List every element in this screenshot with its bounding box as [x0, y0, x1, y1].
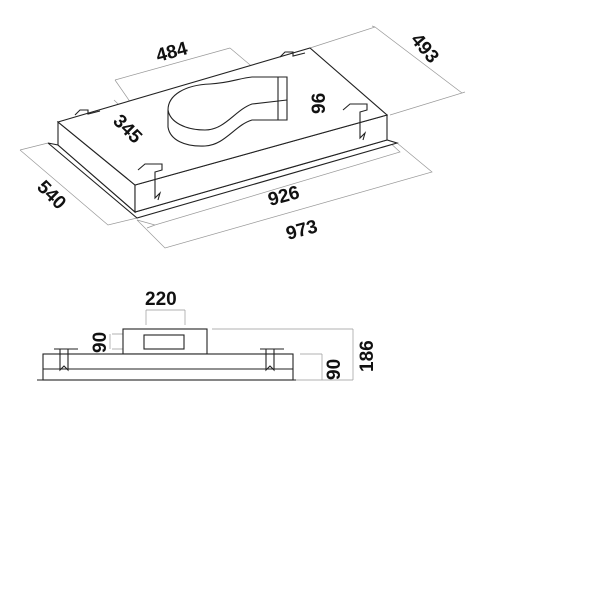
side-view: 220 90 90 186	[37, 289, 378, 381]
air-duct-outlet	[167, 76, 288, 147]
dim-overall-width: 973	[284, 216, 320, 244]
hood-body	[42, 353, 294, 381]
side-brackets	[54, 348, 284, 372]
dim-outlet-height: 90	[90, 332, 111, 353]
mounting-brackets	[74, 51, 368, 201]
dim-body-width: 926	[266, 182, 302, 210]
dim-depth-back: 493	[406, 30, 442, 68]
dim-outlet-width: 220	[145, 289, 177, 310]
outlet-opening	[143, 334, 185, 350]
dim-overall-height: 186	[357, 340, 378, 372]
dim-duct-height: 96	[309, 93, 330, 114]
dim-duct-width: 484	[154, 38, 190, 67]
dim-depth-front: 540	[32, 177, 69, 214]
isometric-view: 484 493 96 345 540 926 973	[19, 25, 466, 249]
dim-body-height: 90	[324, 359, 345, 380]
